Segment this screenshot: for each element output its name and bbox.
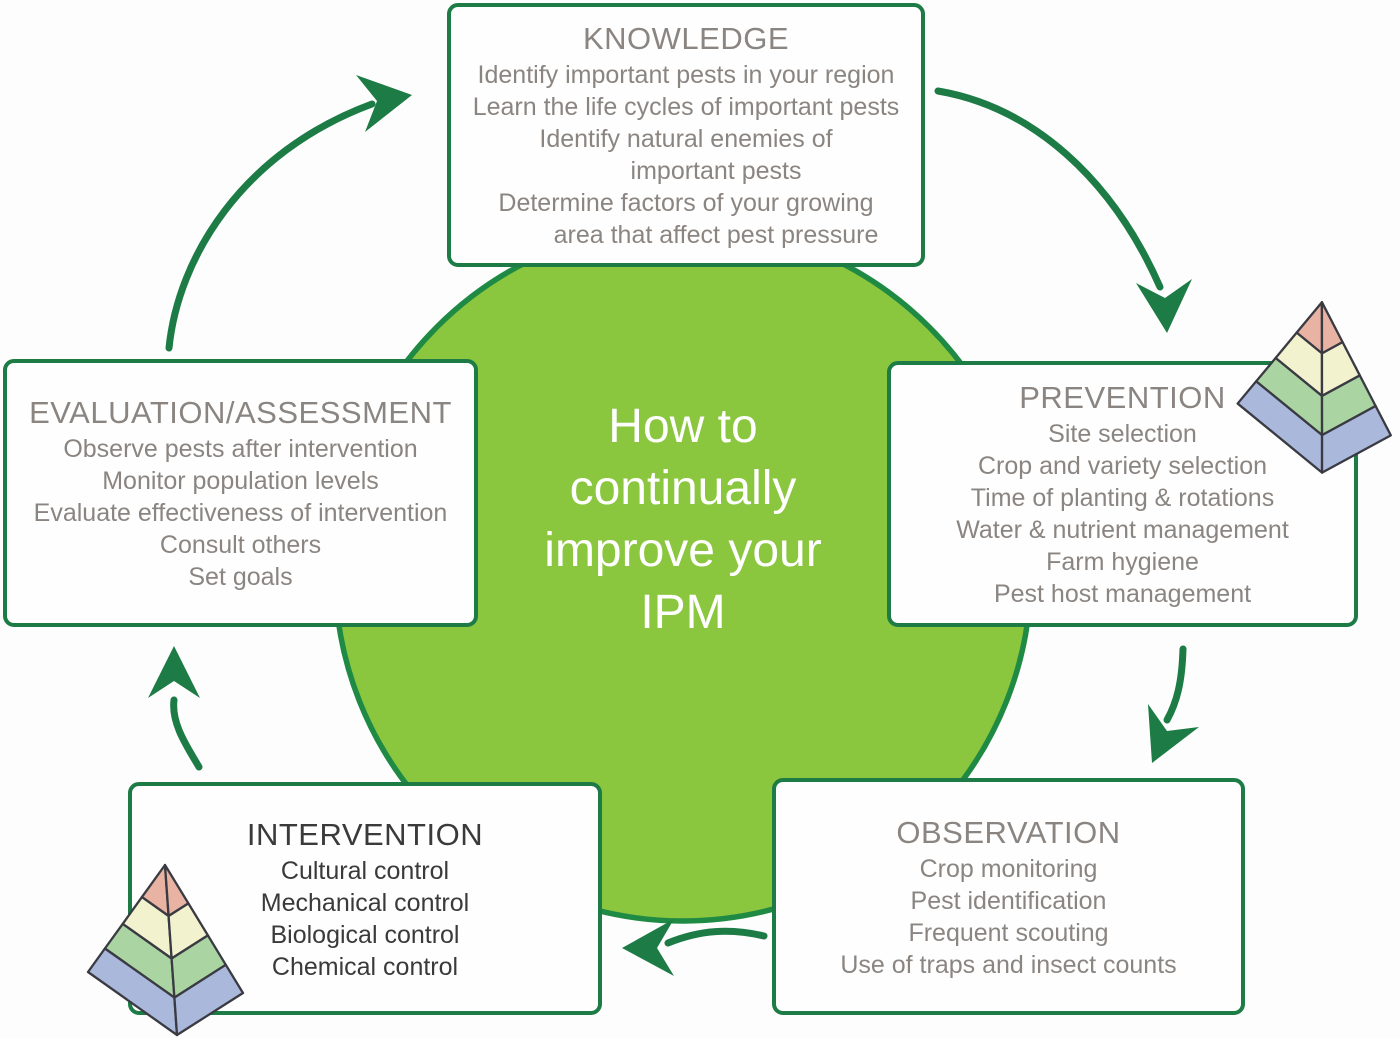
arrow-head <box>356 75 412 132</box>
knowledge-line: Identify important pests in your region <box>477 61 895 89</box>
center-title-line: continually <box>569 462 797 515</box>
observation-box: OBSERVATION Crop monitoring Pest identif… <box>772 778 1245 1015</box>
arrow-shaft <box>1163 645 1187 724</box>
prevention-line: Pest host management <box>993 580 1252 608</box>
prevention-line: Site selection <box>1048 420 1197 448</box>
arrow-head <box>1136 279 1192 333</box>
evaluation-box: EVALUATION/ASSESSMENT Observe pests afte… <box>3 359 478 627</box>
center-title-line: How to <box>608 400 758 453</box>
intervention-line: Biological control <box>270 920 460 949</box>
arrow-shaft <box>664 927 768 947</box>
arrow-shaft <box>934 87 1164 291</box>
prevention-title: PREVENTION <box>1019 380 1226 415</box>
observation-line: Frequent scouting <box>908 918 1109 947</box>
arrow-head <box>148 646 200 698</box>
knowledge-title: KNOWLEDGE <box>582 21 790 56</box>
center-title-line: IPM <box>640 586 726 639</box>
center-title: How to continually improve your IPM <box>483 396 883 644</box>
observation-title: OBSERVATION <box>896 814 1121 850</box>
prevention-line: Farm hygiene <box>1046 548 1199 576</box>
observation-line: Crop monitoring <box>919 854 1098 883</box>
evaluation-line: Evaluate effectiveness of intervention <box>33 499 448 527</box>
intervention-line: Cultural control <box>280 856 450 885</box>
arrow-shaft <box>170 696 203 771</box>
knowledge-line: area that affect pest pressure <box>553 221 879 249</box>
prevention-line: Crop and variety selection <box>977 452 1268 480</box>
evaluation-line: Set goals <box>188 563 293 591</box>
evaluation-line: Observe pests after intervention <box>63 435 418 463</box>
arrow-knowledge-to-prevention <box>934 87 1192 333</box>
evaluation-title: EVALUATION/ASSESSMENT <box>29 395 452 430</box>
evaluation-line: Monitor population levels <box>102 467 379 495</box>
intervention-line: Chemical control <box>271 952 459 981</box>
intervention-line: Mechanical control <box>260 888 470 917</box>
knowledge-box: KNOWLEDGE Identify important pests in yo… <box>447 3 925 267</box>
prevention-box: PREVENTION Site selection Crop and varie… <box>887 361 1358 627</box>
prevention-line: Water & nutrient management <box>956 516 1289 544</box>
knowledge-line: important pests <box>630 157 802 185</box>
arrow-intervention-to-evaluation <box>148 646 203 771</box>
arrow-head <box>1148 704 1199 763</box>
intervention-title: INTERVENTION <box>246 816 484 852</box>
observation-line: Use of traps and insect counts <box>840 950 1177 979</box>
knowledge-line: Identify natural enemies of <box>539 125 833 153</box>
knowledge-line: Determine factors of your growing <box>498 189 874 217</box>
evaluation-line: Consult others <box>159 531 322 559</box>
arrow-evaluation-to-knowledge <box>165 75 412 352</box>
arrow-observation-to-intervention <box>622 919 768 976</box>
center-title-line: improve your <box>544 524 822 577</box>
arrow-shaft <box>165 100 376 352</box>
arrow-prevention-to-observation <box>1148 645 1199 763</box>
knowledge-line: Learn the life cycles of important pests <box>472 93 900 121</box>
intervention-box: INTERVENTION Cultural control Mechanical… <box>128 782 602 1015</box>
prevention-line: Time of planting & rotations <box>970 484 1275 512</box>
arrow-head <box>622 919 674 976</box>
observation-line: Pest identification <box>910 886 1107 915</box>
